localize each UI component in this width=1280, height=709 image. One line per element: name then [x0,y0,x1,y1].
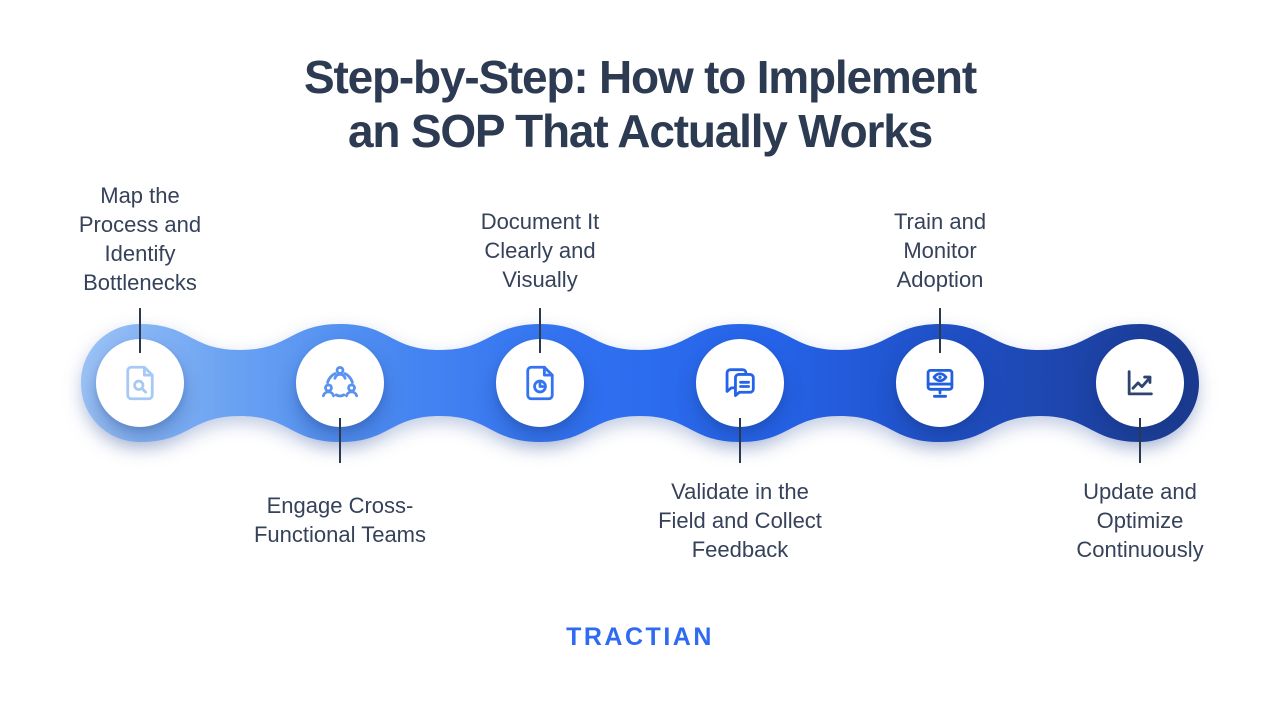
page-title: Step-by-Step: How to Implement an SOP Th… [0,50,1280,158]
title-line-2: an SOP That Actually Works [347,105,933,157]
step-6-label: Update and Optimize Continuously [1076,479,1204,562]
monitor-eye-icon [926,369,954,398]
file-search-icon [126,365,154,401]
step-3-node [496,339,584,427]
step-4-label: Validate in the Field and Collect Feedba… [658,479,822,562]
step-2-connector [339,418,341,463]
team-icon [321,366,359,398]
step-1-node [96,339,184,427]
step-5-connector [939,308,941,353]
step-4-node [696,339,784,427]
step-6-node [1096,339,1184,427]
step-5-node [896,339,984,427]
tractian-logo: TRACTIAN [566,623,714,651]
chat-bubbles-icon [725,368,755,397]
trend-chart-icon [1127,370,1153,396]
step-4-connector [739,418,741,463]
step-1-connector [139,308,141,353]
ribbon-wave-shape [81,324,1199,442]
step-1-label: Map the Process and Identify Bottlenecks [78,183,202,295]
title-line-1: Step-by-Step: How to Implement [304,51,977,103]
step-3-label: Document It Clearly and Visually [480,209,600,292]
step-6-connector [1139,418,1141,463]
step-2-node [296,339,384,427]
step-3-connector [539,308,541,353]
file-clock-icon [526,365,554,401]
step-2-label: Engage Cross- Functional Teams [253,493,426,547]
step-5-label: Train and Monitor Adoption [893,209,987,292]
